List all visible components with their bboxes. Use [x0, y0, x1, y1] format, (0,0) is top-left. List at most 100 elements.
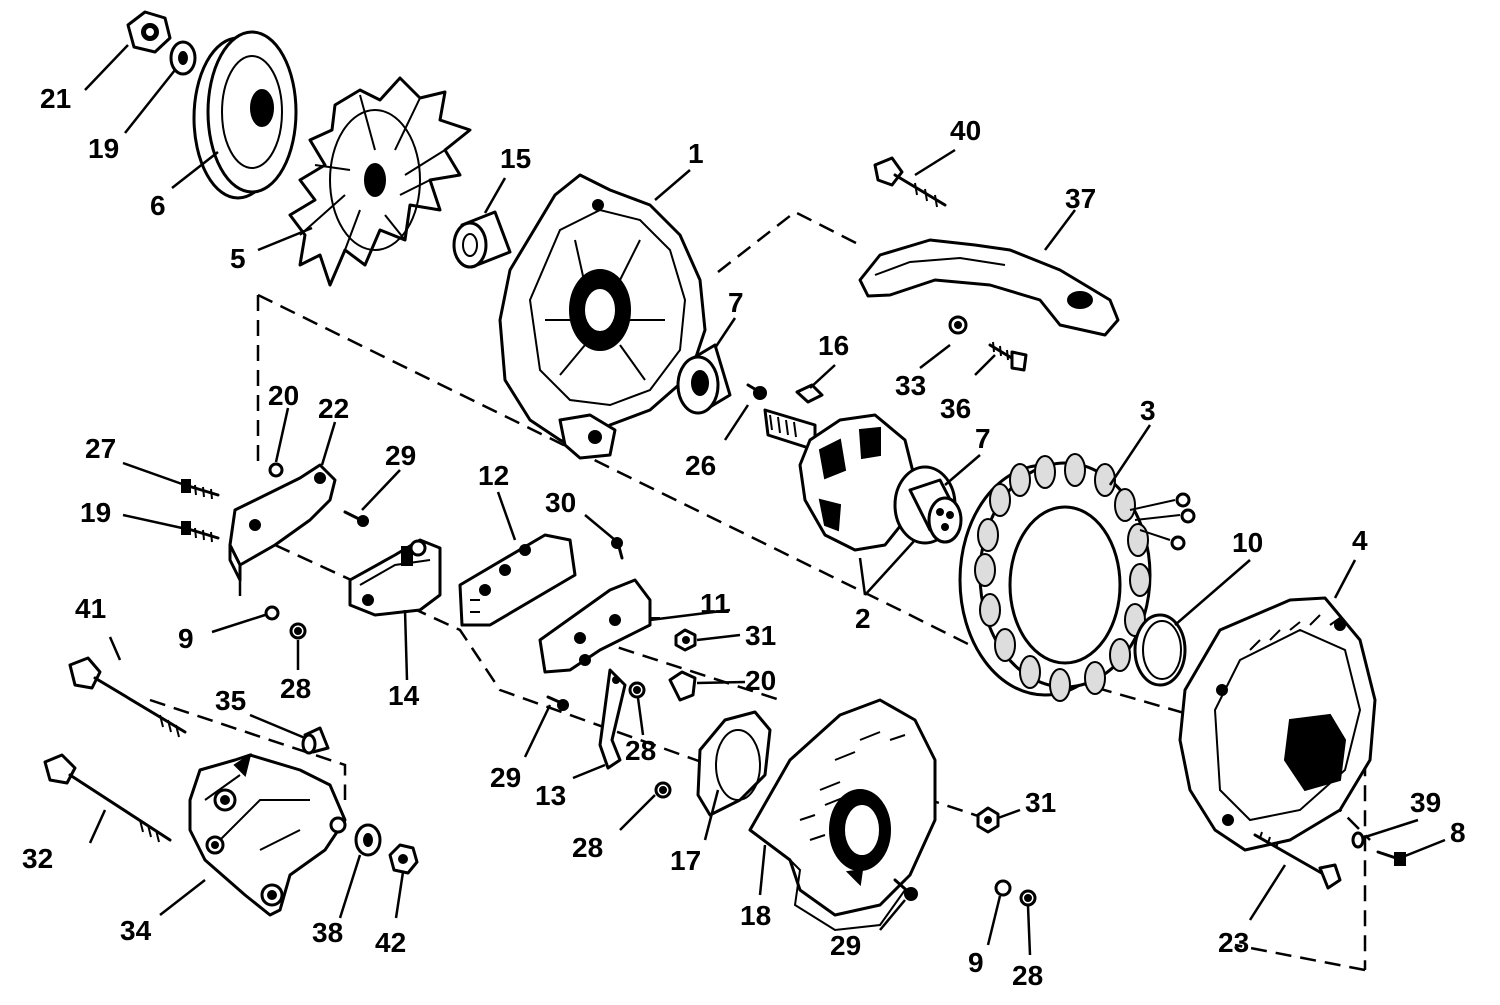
part-1-front-housing [498, 173, 707, 460]
callout-35: 35 [215, 685, 246, 716]
callout-7-upper: 7 [728, 287, 744, 318]
part-31-nut-mid [674, 628, 697, 652]
callout-29-mid: 29 [490, 762, 521, 793]
part-7-front-bearing [676, 343, 732, 415]
callout-25: 23 [1218, 927, 1249, 958]
callout-2: 2 [855, 603, 871, 634]
callout-12: 12 [478, 460, 509, 491]
callout-28-right: 28 [1012, 960, 1043, 991]
part-21-washer [169, 40, 197, 76]
callout-39: 39 [1410, 787, 1441, 818]
callout-20: 20 [745, 665, 776, 696]
part-36-bolt [988, 341, 1028, 372]
callout-23: 21 [40, 83, 71, 114]
callout-27: 27 [85, 433, 116, 464]
part-34-mount-bracket [188, 752, 347, 917]
callout-labels: 21 19 6 5 15 1 40 37 7 16 33 36 26 7 3 2… [22, 83, 1466, 991]
callout-22: 20 [268, 380, 299, 411]
callout-9-left: 9 [178, 623, 194, 654]
callout-32: 32 [22, 843, 53, 874]
part-20-bracket [668, 670, 697, 702]
part-15-spacer [452, 210, 512, 269]
part-28-nut-lower [654, 781, 672, 799]
part-29-screw-mid [546, 695, 569, 711]
part-19-screw [181, 521, 220, 543]
part-24-regulator [228, 463, 337, 582]
part-39-washer [1351, 831, 1365, 849]
callout-37: 37 [1065, 183, 1096, 214]
callout-42: 42 [375, 927, 406, 958]
callout-38: 38 [312, 917, 343, 948]
part-2-rotor [763, 408, 963, 552]
callout-31-mid: 31 [745, 620, 776, 651]
callout-8: 8 [1450, 817, 1466, 848]
callout-28-left: 28 [280, 673, 311, 704]
callout-16: 16 [818, 330, 849, 361]
callout-21: 19 [88, 133, 119, 164]
part-25-through-bolt [1253, 831, 1342, 890]
callout-36: 36 [940, 393, 971, 424]
callout-6: 6 [150, 190, 166, 221]
part-11-heat-sink [538, 578, 660, 674]
part-28-nut-left [289, 622, 307, 640]
part-35-spacer [301, 726, 330, 755]
callout-28-mid: 28 [625, 735, 656, 766]
callout-13: 13 [535, 780, 566, 811]
part-3-stator [958, 453, 1196, 702]
part-27-screw [181, 479, 220, 500]
part-40-bolt [873, 156, 947, 208]
part-14-regulator-block [348, 538, 442, 617]
part-5-fan [288, 76, 472, 287]
callout-15: 15 [500, 143, 531, 174]
callout-29-right: 29 [830, 930, 861, 961]
part-26-screw [746, 383, 767, 400]
part-9-washer-right [994, 879, 1012, 897]
part-28-nut-mid [628, 681, 646, 699]
part-38-washer [354, 823, 382, 857]
callout-33: 33 [895, 370, 926, 401]
callout-5: 5 [230, 243, 246, 274]
part-13-strap [598, 668, 627, 770]
callout-34: 34 [120, 915, 152, 946]
part-28-nut-right [1019, 889, 1037, 907]
part-23-nut [126, 10, 172, 54]
callout-29-upper: 29 [385, 440, 416, 471]
part-9-washer-left [264, 605, 280, 621]
leader-lines [84, 44, 1446, 956]
callout-30: 30 [545, 487, 576, 518]
callout-40: 40 [950, 115, 981, 146]
part-41-bolt [68, 656, 187, 738]
stator-windings [974, 453, 1151, 702]
callout-28-lower: 28 [572, 832, 603, 863]
part-16-key [795, 383, 824, 404]
callout-24: 22 [318, 393, 349, 424]
part-8-screw [1376, 850, 1406, 866]
part-37-brace [858, 238, 1120, 337]
callout-1: 1 [688, 138, 704, 169]
part-31-nut-right [976, 806, 1000, 834]
callout-31-right: 31 [1025, 787, 1056, 818]
part-32-bolt [43, 753, 172, 843]
callout-7-lower: 7 [975, 423, 991, 454]
callout-17: 17 [670, 845, 701, 876]
callout-4: 4 [1352, 525, 1368, 556]
callout-9-right: 9 [968, 947, 984, 978]
callout-14: 14 [388, 680, 420, 711]
part-33-nut [948, 315, 968, 335]
part-12-diode-plate [458, 533, 577, 627]
part-10-o-ring [1133, 613, 1187, 687]
callout-11: 11 [700, 588, 730, 619]
assembly-lines [149, 210, 1371, 972]
callout-10: 10 [1232, 527, 1263, 558]
part-29-screw-upper [343, 510, 369, 527]
callout-19: 19 [80, 497, 111, 528]
part-42-nut [388, 843, 419, 875]
part-30-screw [611, 537, 624, 560]
part-29-screw-right [893, 878, 918, 901]
part-4-rear-housing [1178, 596, 1377, 852]
callout-18: 18 [740, 900, 771, 931]
callout-26: 26 [685, 450, 716, 481]
callout-41: 41 [75, 593, 106, 624]
part-17-gasket [696, 710, 772, 817]
